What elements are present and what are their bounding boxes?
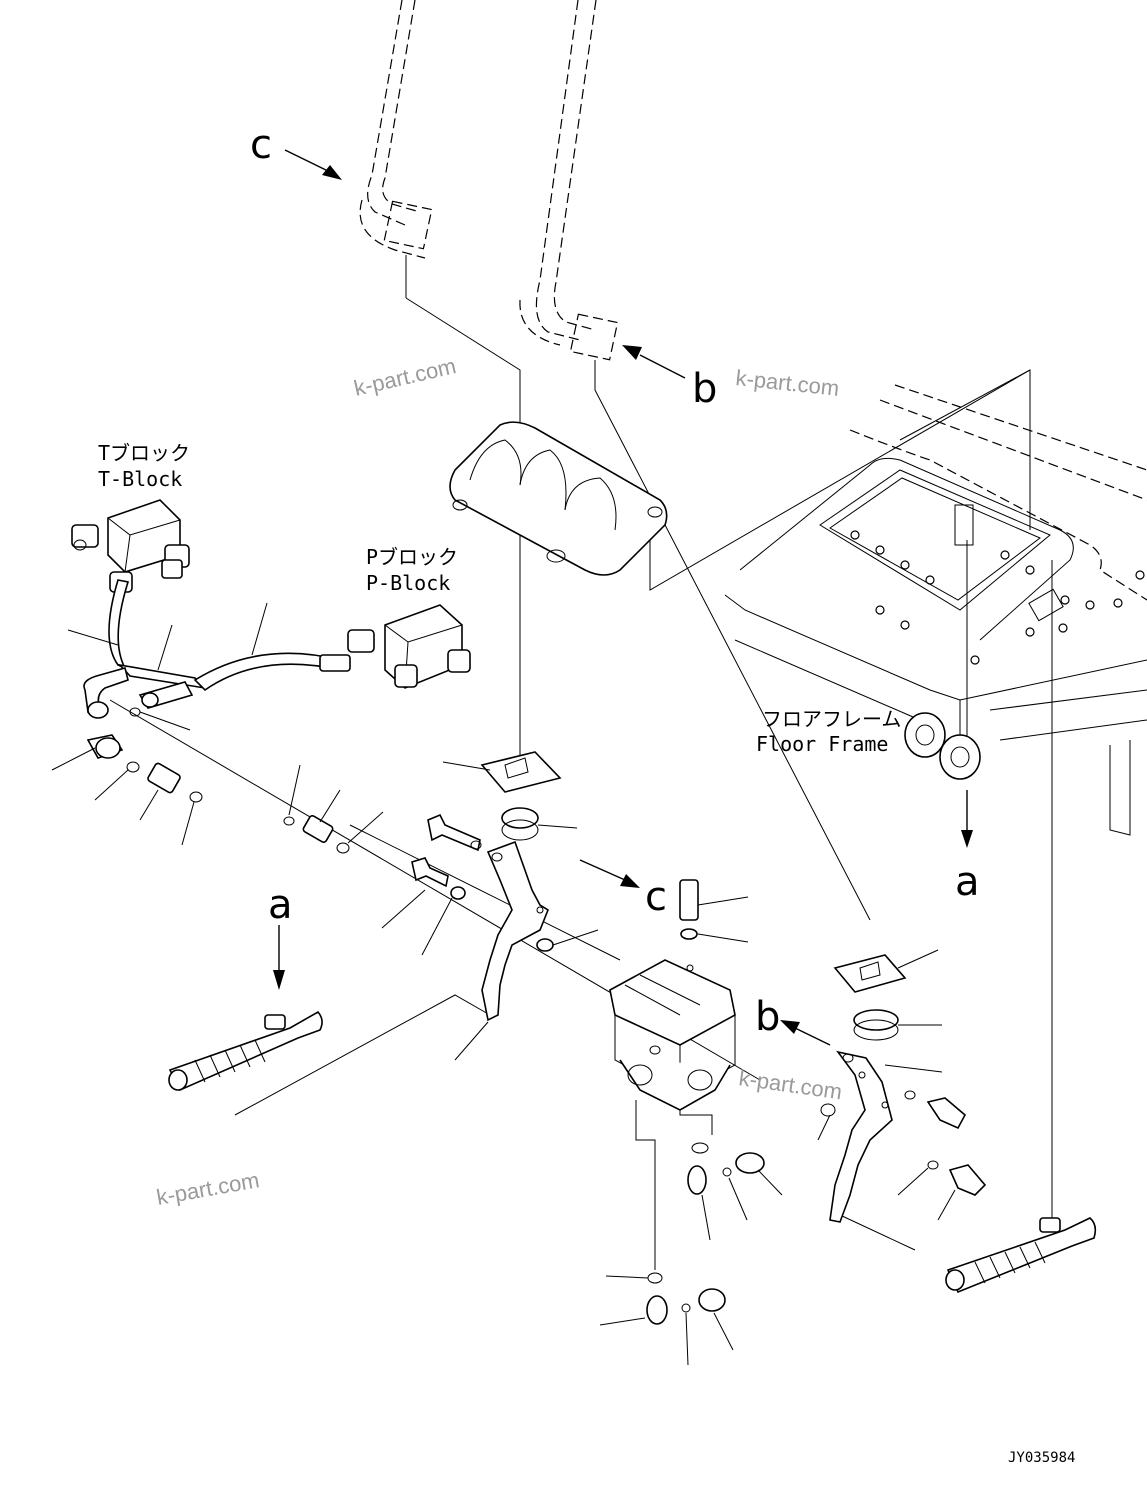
watermark: k-part.com xyxy=(737,1065,843,1104)
cover-plate xyxy=(449,421,668,576)
pad-left xyxy=(480,751,562,793)
t-block xyxy=(71,499,190,593)
floor-frame-label-jp: フロアフレーム xyxy=(762,707,901,731)
watermark: k-part.com xyxy=(155,1167,262,1210)
t-block-label-jp: Tブロック xyxy=(98,441,190,465)
lever-left-phantom xyxy=(359,0,433,298)
ppc-valve xyxy=(609,959,736,1111)
p-block-label-en: P-Block xyxy=(366,571,450,595)
spring-left xyxy=(168,1010,323,1092)
bracket-right xyxy=(829,1050,893,1223)
callout-a-right: a xyxy=(955,859,980,905)
fittings-right xyxy=(646,1090,987,1325)
callout-b-mid: b xyxy=(755,994,780,1040)
spring-right xyxy=(945,1217,1097,1294)
watermark: k-part.com xyxy=(734,365,840,401)
lever-right-phantom xyxy=(519,0,619,361)
guide-lines xyxy=(109,297,1053,1270)
callout-c-top: c xyxy=(250,122,272,168)
p-block-label-jp: Pブロック xyxy=(366,545,458,569)
callout-arrows xyxy=(273,149,973,1046)
pad-right xyxy=(833,954,907,993)
fittings-left xyxy=(86,707,350,854)
part-leaders xyxy=(51,602,956,1366)
boot-right xyxy=(853,1009,899,1041)
floor-frame-label-en: Floor Frame xyxy=(756,732,888,756)
hose-assembly xyxy=(83,579,351,719)
callout-a-left: a xyxy=(268,882,293,928)
bolts-middle xyxy=(411,807,699,952)
p-block xyxy=(347,604,471,689)
drawing-code: JY035984 xyxy=(1008,1450,1075,1466)
callout-c-mid: c xyxy=(645,874,667,920)
floor-frame xyxy=(724,384,1147,836)
watermark: k-part.com xyxy=(352,353,459,401)
callout-b-top: b xyxy=(692,366,717,412)
t-block-label-en: T-Block xyxy=(98,467,182,491)
bracket-left xyxy=(481,840,549,1022)
